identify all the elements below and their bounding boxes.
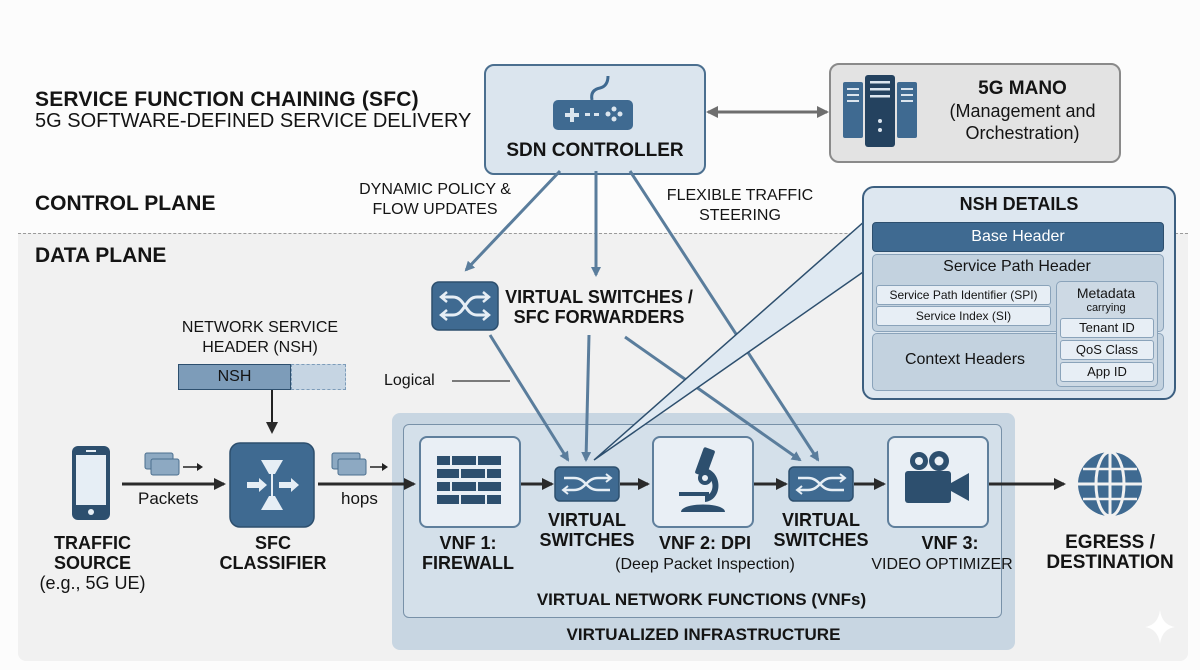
policy-label: DYNAMIC POLICY & FLOW UPDATES [350,180,520,220]
smartphone-icon[interactable] [71,445,111,521]
nsh-callout-wedge [593,218,867,461]
nsh-payload-block [291,364,346,390]
vs1-label: VIRTUAL SWITCHES [530,510,644,550]
vnf2-label-line1: VNF 2: DPI [658,533,751,553]
video-camera-icon [905,451,969,503]
metadata-sub-label: carrying [1086,302,1126,314]
policy-label-line1: DYNAMIC POLICY & [359,181,511,198]
policy-label-line2: FLOW UPDATES [372,201,498,218]
traffic-source-line2: SOURCE [53,553,131,573]
classifier-line2: CLASSIFIER [219,553,327,573]
mano-text: 5G MANO (Management and Orchestration) [930,78,1115,144]
forwarders-label-line2: SFC FORWARDERS [513,307,685,327]
microscope-icon [679,447,725,512]
diagram-title: SERVICE FUNCTION CHAINING (SFC) [35,88,419,111]
vnf3-label-line2: VIDEO OPTIMIZER [871,556,1013,573]
forwarders-label: VIRTUAL SWITCHES / SFC FORWARDERS [500,287,698,327]
egress-line2: DESTINATION [1046,552,1174,573]
steering-arrow [628,170,820,462]
gamepad-icon [553,75,633,130]
vs2-line2: SWITCHES [773,530,869,550]
policy-arrow [464,169,562,272]
metadata-item: App ID [1060,362,1154,382]
traffic-source-label: TRAFFIC SOURCE (e.g., 5G UE) [30,533,155,593]
server-icon [843,75,917,147]
forwarders-label-line1: VIRTUAL SWITCHES / [505,287,693,307]
shuffle-icon[interactable] [431,281,499,331]
vnf1-line1: VNF 1: [439,533,497,553]
spi-field: Service Path Identifier (SPI) [876,285,1051,305]
infra-group-label: VIRTUALIZED INFRASTRUCTURE [566,625,841,644]
vnf2-label-line2: (Deep Packet Inspection) [615,556,795,573]
data-plane-label: DATA PLANE [35,244,167,267]
mano-line3: Orchestration) [965,123,1080,143]
fwd-vs2-arrow [624,335,802,462]
diagram-subtitle: 5G SOFTWARE-DEFINED SERVICE DELIVERY [35,110,472,132]
vnf3-label-line1: VNF 3: [921,533,979,553]
metadata-item: Tenant ID [1060,318,1154,338]
sparkle-icon [1145,610,1175,644]
fwd-vs1-arrow-b [581,334,592,462]
classifier-icon[interactable] [229,442,315,528]
nsh-header-label: NETWORK SERVICE HEADER (NSH) [170,318,350,358]
vs2-line1: VIRTUAL [782,510,860,530]
metadata-item: QoS Class [1060,340,1154,360]
base-header: Base Header [872,222,1164,252]
packets-icon [144,452,203,476]
steering-label-line1: FLEXIBLE TRAFFIC [666,187,814,204]
egress-line1: EGRESS / [1065,532,1155,553]
vnf1-line2: FIREWALL [422,553,514,573]
traffic-source-line1: TRAFFIC [54,533,131,553]
nsh-header-line1: NETWORK SERVICE [181,319,339,336]
mano-title: 5G MANO [978,78,1067,99]
virtual-switch-icon[interactable] [554,466,620,502]
virtual-switch-icon[interactable] [788,466,854,502]
vnf1-label: VNF 1: FIREWALL [408,533,528,573]
service-path-header-label: Service Path Header [943,258,1091,275]
vs2-label: VIRTUAL SWITCHES [764,510,878,550]
logical-label: Logical [384,372,435,389]
firewall-icon [437,456,501,504]
hops-packets-icon [331,452,388,476]
vs1-line2: SWITCHES [539,530,635,550]
steering-label: FLEXIBLE TRAFFIC STEERING [650,186,830,226]
steering-label-line2: STEERING [699,207,781,224]
metadata-label: Metadata [1076,285,1136,301]
traffic-source-line3: (e.g., 5G UE) [39,573,146,593]
hops-label: hops [341,489,378,508]
fwd-vs1-arrow-a [488,334,570,462]
packets-label: Packets [138,489,199,508]
classifier-label: SFC CLASSIFIER [215,533,331,573]
nsh-details-title: NSH DETAILS [959,194,1079,214]
control-plane-label: CONTROL PLANE [35,192,216,215]
sdn-controller-label: SDN CONTROLLER [506,140,684,161]
context-headers-label: Context Headers [904,351,1026,368]
mano-line2: (Management and [949,101,1096,121]
nsh-block: NSH [178,364,291,390]
egress-label: EGRESS / DESTINATION [1040,533,1180,573]
si-field: Service Index (SI) [876,306,1051,326]
vnfs-group-label: VIRTUAL NETWORK FUNCTIONS (VNFs) [536,590,867,609]
vs1-line1: VIRTUAL [548,510,626,530]
globe-icon[interactable] [1077,451,1143,517]
nsh-header-line2: HEADER (NSH) [202,339,318,356]
classifier-line1: SFC [255,533,291,553]
